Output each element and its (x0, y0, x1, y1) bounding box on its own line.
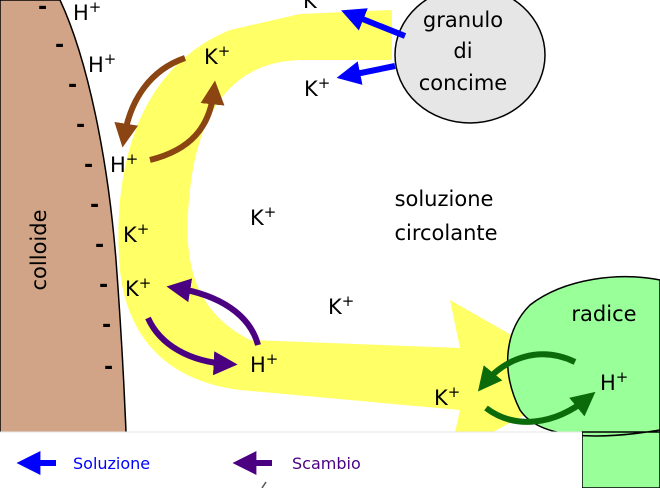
colloid-label: colloide (27, 210, 51, 291)
granule-label-2: di (453, 39, 472, 63)
ion-h-2: H+ (88, 50, 116, 77)
root-cutout (0, 432, 582, 488)
root-label: radice (571, 302, 636, 326)
charge-8: - (99, 273, 108, 298)
ion-k-root: K+ (434, 383, 460, 410)
fertilizer-granule (394, 0, 546, 124)
charge-2: - (55, 33, 64, 58)
ion-h-1: H+ (73, 0, 101, 25)
charge-10: - (104, 355, 113, 380)
charge-9: - (102, 313, 111, 338)
flow-arrow (118, 10, 590, 455)
ion-h-root: H+ (600, 368, 628, 395)
charge-6: - (90, 193, 99, 218)
granule-label-3: concime (419, 71, 507, 95)
ion-k-granule: K+ (304, 74, 330, 101)
granule-label-1: granulo (423, 8, 503, 32)
legend-item-solution: Soluzione (16, 451, 150, 475)
legend-item-exchange: Scambio (232, 451, 361, 475)
exchange-arrow-top-up (149, 80, 225, 163)
colloid-body (0, 0, 129, 489)
ion-k-exchange-bottom: K+ (125, 274, 151, 301)
ion-labels: H+ H+ K+ K+ K+ H+ K+ K+ K+ K+ H+ K+ H+ (73, 0, 628, 410)
root-arrow-out (484, 391, 596, 425)
root (507, 275, 660, 489)
charge-3: - (68, 73, 77, 98)
ion-k-solution: K+ (250, 203, 276, 230)
charge-5: - (84, 153, 93, 178)
ion-k-flow-left: K+ (123, 220, 149, 247)
exchange-arrow-top-down (114, 55, 187, 148)
charge-4: - (76, 113, 85, 138)
ion-h-exchange-bottom: H+ (250, 350, 278, 377)
solution-label-2: circolante (394, 221, 497, 245)
charge-7: - (95, 233, 104, 258)
ion-k-flow-top: K+ (204, 42, 230, 69)
legend: Soluzione Scambio (16, 451, 361, 489)
solution-label-1: soluzione (395, 187, 494, 211)
legend-label-exchange: Scambio (292, 454, 361, 473)
ion-h-exchange-top: H+ (110, 150, 138, 177)
exchange-arrow-bottom-up (166, 278, 261, 346)
charge-1: - (38, 0, 47, 20)
legend-label-solution: Soluzione (73, 454, 150, 473)
solution-arrow-lower (336, 61, 396, 85)
ion-k-solution-2: K+ (328, 292, 354, 319)
solution-arrow-upper (341, 8, 407, 39)
root-arrow-in (477, 351, 577, 392)
exchange-arrow-bottom-down (145, 316, 238, 376)
colloid-charges: - - - - - - - - - - (38, 0, 113, 380)
ion-k-top: K+ (303, 0, 329, 13)
legend-arrow-partial (261, 481, 267, 489)
